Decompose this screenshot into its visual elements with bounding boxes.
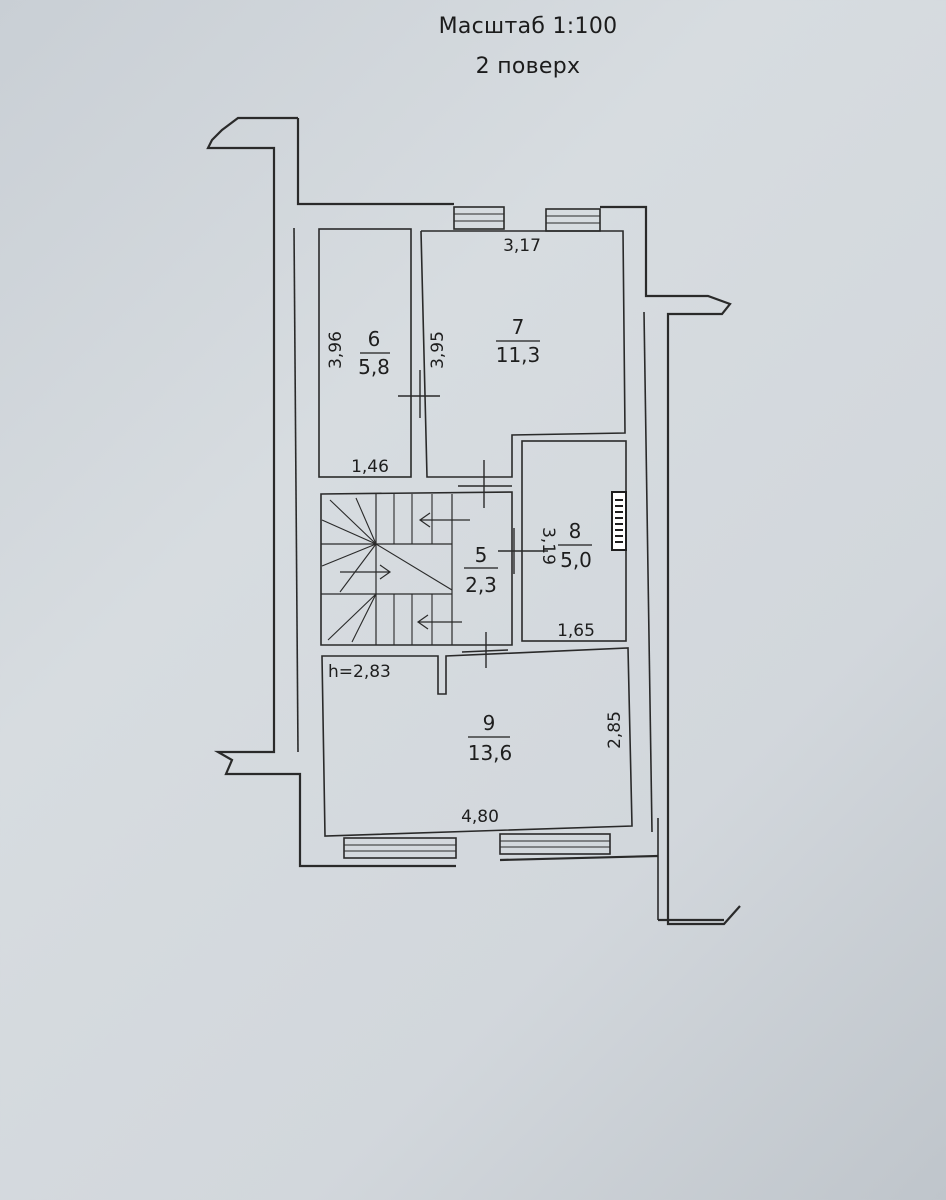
room-9-area: 13,6 [468, 741, 513, 765]
room-8-width-dim: 1,65 [557, 621, 595, 641]
scale-title: Масштаб 1:100 [438, 14, 618, 39]
room-5-number: 5 [475, 543, 488, 567]
room-7: 7 11,3 3,95 3,17 [428, 236, 541, 369]
ceiling-height-label: h=2,83 [328, 662, 391, 682]
room-9: 9 13,6 2,85 4,80 [461, 711, 625, 827]
heater-icon [611, 491, 627, 551]
room-6-width-dim: 1,46 [351, 457, 389, 477]
room-6: 6 5,8 3,96 1,46 [326, 327, 390, 477]
windows [343, 206, 611, 859]
room-8-height-dim: 3,19 [538, 527, 558, 565]
room-9-width-dim: 4,80 [461, 807, 499, 827]
exterior-walls [206, 116, 741, 926]
door-marks [398, 370, 548, 668]
room-7-height-dim: 3,95 [428, 331, 448, 369]
room-5-area: 2,3 [465, 573, 497, 597]
room-9-height-dim: 2,85 [605, 711, 625, 749]
room-6-number: 6 [368, 327, 381, 351]
room-7-number: 7 [512, 315, 525, 339]
staircase [321, 494, 470, 645]
room-7-width-dim: 3,17 [503, 236, 541, 256]
room-6-height-dim: 3,96 [326, 331, 346, 369]
room-7-area: 11,3 [496, 343, 541, 367]
room-5: 5 2,3 [464, 543, 498, 597]
floor-title: 2 поверх [475, 54, 581, 79]
room-6-area: 5,8 [358, 355, 390, 379]
room-9-number: 9 [483, 711, 496, 735]
room-8-area: 5,0 [560, 548, 592, 572]
room-8: 8 5,0 3,19 1,65 [538, 519, 595, 641]
room-8-number: 8 [569, 519, 582, 543]
